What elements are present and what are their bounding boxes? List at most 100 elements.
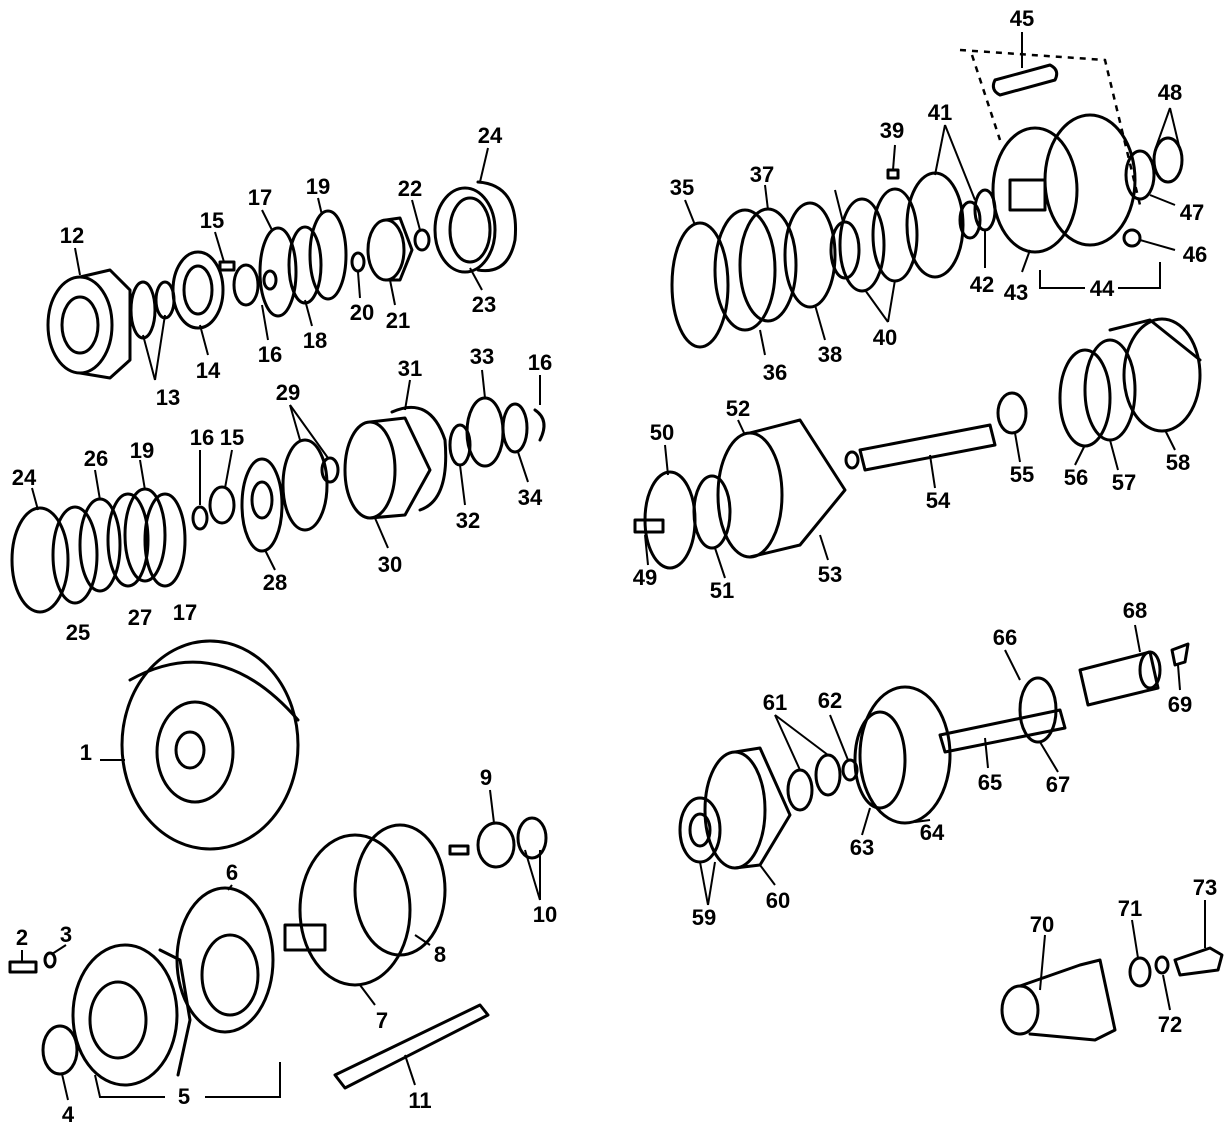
assembly-upper-right xyxy=(670,48,1184,349)
part-29b xyxy=(320,456,340,484)
part-69 xyxy=(1170,642,1190,667)
part-12-body xyxy=(78,268,132,380)
callout-55: 55 xyxy=(1010,462,1034,487)
part-58-edge xyxy=(1108,318,1202,362)
part-27 xyxy=(106,492,150,588)
part-67 xyxy=(1018,676,1058,744)
part-30 xyxy=(343,420,397,520)
callout-47: 47 xyxy=(1180,200,1204,225)
part-29a xyxy=(281,438,329,532)
part-15a xyxy=(218,260,236,272)
callout-57: 57 xyxy=(1112,470,1136,495)
part-20 xyxy=(350,251,366,273)
part-9 xyxy=(476,821,516,869)
part-7-shaft xyxy=(283,923,327,952)
callout-24a: 24 xyxy=(478,123,503,148)
callout-62: 62 xyxy=(818,688,842,713)
callout-6: 6 xyxy=(226,860,238,885)
callout-73: 73 xyxy=(1193,875,1217,900)
callout-68: 68 xyxy=(1123,598,1147,623)
part-26 xyxy=(78,497,122,593)
part-30-body xyxy=(368,416,432,520)
callout-17a: 17 xyxy=(248,185,272,210)
part-65 xyxy=(938,708,1067,754)
part-16a xyxy=(232,263,260,307)
callout-30: 30 xyxy=(378,552,402,577)
part-16c xyxy=(533,408,546,442)
part-23-inner xyxy=(448,196,492,264)
callout-66: 66 xyxy=(993,625,1017,650)
callout-1: 1 xyxy=(80,740,92,765)
part-46 xyxy=(1122,228,1142,248)
callout-23: 23 xyxy=(472,292,496,317)
part-36 xyxy=(713,208,777,332)
part-48 xyxy=(1152,136,1184,184)
part-44 xyxy=(1043,113,1137,247)
callout-7: 7 xyxy=(376,1008,388,1033)
part-45 xyxy=(991,63,1059,97)
callout-10: 10 xyxy=(533,902,557,927)
part-37 xyxy=(738,207,798,323)
part-12-hub xyxy=(60,295,100,355)
callout-39: 39 xyxy=(880,118,904,143)
part-40a xyxy=(838,197,886,293)
callout-labels: 1 2 3 4 5 6 7 8 9 10 11 12 13 14 15 16 1… xyxy=(12,6,1217,1127)
part-71 xyxy=(1128,956,1152,988)
callout-3: 3 xyxy=(60,922,72,947)
callout-13: 13 xyxy=(156,385,180,410)
part-68-end xyxy=(1138,650,1162,690)
callout-12: 12 xyxy=(60,223,84,248)
part-1-hub xyxy=(155,700,235,804)
callout-5: 5 xyxy=(178,1084,190,1109)
part-6-gear xyxy=(200,933,260,1017)
callout-2: 2 xyxy=(16,925,28,950)
callout-36: 36 xyxy=(763,360,787,385)
part-4 xyxy=(41,1024,79,1076)
callout-32: 32 xyxy=(456,508,480,533)
part-59-inner xyxy=(688,812,712,848)
part-72 xyxy=(1154,955,1170,975)
callout-54: 54 xyxy=(926,488,951,513)
callout-37: 37 xyxy=(750,162,774,187)
callout-65: 65 xyxy=(978,770,1002,795)
part-14-inner xyxy=(182,264,214,316)
callout-40: 40 xyxy=(873,325,897,350)
part-54-ring xyxy=(844,450,860,470)
part-8 xyxy=(353,823,447,957)
part-24a xyxy=(476,180,518,273)
callout-58: 58 xyxy=(1166,450,1190,475)
callout-27: 27 xyxy=(128,605,152,630)
callout-61: 61 xyxy=(763,690,787,715)
callout-16c: 16 xyxy=(528,350,552,375)
callout-46: 46 xyxy=(1183,242,1207,267)
part-16a-ring xyxy=(262,269,278,291)
callout-4: 4 xyxy=(62,1102,75,1127)
callout-50: 50 xyxy=(650,420,674,445)
callout-16a: 16 xyxy=(258,342,282,367)
callout-31: 31 xyxy=(398,356,422,381)
callout-44: 44 xyxy=(1090,276,1115,301)
callout-21: 21 xyxy=(386,308,410,333)
part-60-body xyxy=(733,746,792,870)
part-61a xyxy=(786,768,814,812)
callout-52: 52 xyxy=(726,396,750,421)
part-16b xyxy=(191,505,209,531)
part-14 xyxy=(171,250,225,330)
assembly-lower-left xyxy=(8,639,548,1090)
callout-49: 49 xyxy=(633,565,657,590)
callout-42: 42 xyxy=(970,272,994,297)
part-21-body xyxy=(384,216,414,282)
assembly-lower-right xyxy=(678,642,1224,1042)
part-13a xyxy=(129,280,157,340)
part-3 xyxy=(43,951,57,969)
callout-34: 34 xyxy=(518,485,543,510)
callout-19b: 19 xyxy=(130,438,154,463)
part-31 xyxy=(390,406,448,512)
part-44-hub xyxy=(1008,178,1047,212)
callout-45: 45 xyxy=(1010,6,1034,31)
part-63 xyxy=(853,710,907,810)
part-24b xyxy=(10,506,70,614)
callout-11: 11 xyxy=(408,1088,431,1113)
part-53 xyxy=(748,418,847,559)
callout-19a: 19 xyxy=(306,174,330,199)
